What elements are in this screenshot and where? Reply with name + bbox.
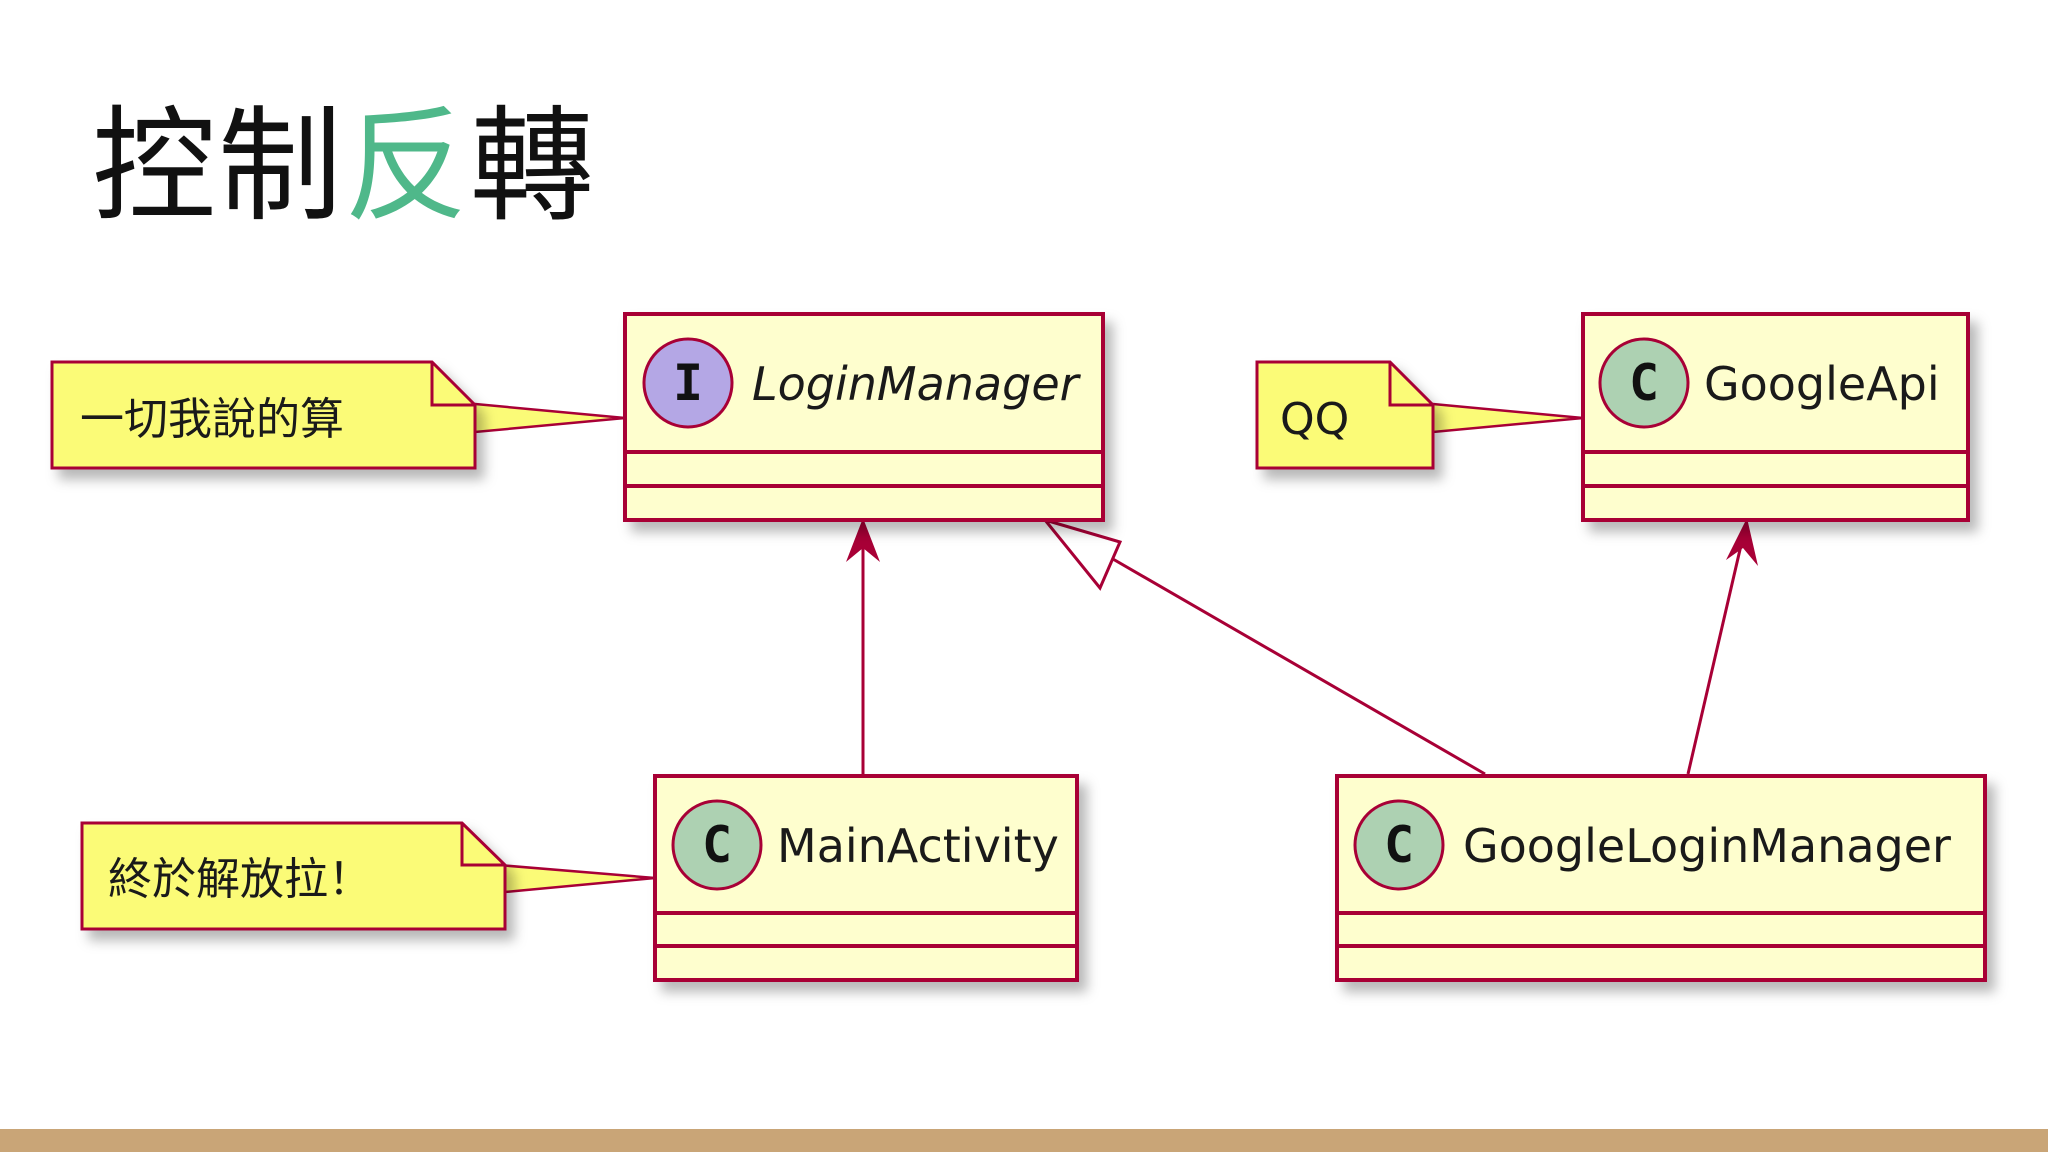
stereotype-letter: C (702, 816, 732, 874)
note-text-loginmanager: 一切我說的算 (80, 394, 344, 445)
relation-googleloginmanager-googleapi (1686, 527, 1747, 775)
stereotype-letter: I (673, 354, 703, 412)
arrowhead-googleapi (1726, 518, 1758, 566)
page-title: 控制反轉 (92, 92, 596, 242)
relations (427, 398, 1758, 894)
class-name: LoginManager (752, 357, 1082, 411)
arrowhead-loginmanager (846, 518, 880, 562)
note-text-googleapi: QQ (1280, 394, 1349, 445)
class-stereotype-icon (671, 799, 763, 891)
interface-stereotype-icon (642, 337, 734, 429)
class-loginmanager: I LoginManager (623, 312, 1105, 522)
note-loginmanager (50, 360, 477, 470)
note-mainactivity (80, 821, 507, 931)
class-googleapi: C GoogleApi (1581, 312, 1970, 522)
stereotype-letter: C (1629, 354, 1659, 412)
note-googleapi (1255, 360, 1435, 470)
footer-bar (0, 1129, 2048, 1152)
title-part2: 轉 (470, 95, 597, 239)
class-stereotype-icon (1353, 799, 1445, 891)
title-part1: 控制 (92, 95, 345, 239)
title-accent: 反 (344, 95, 471, 239)
relation-googleloginmanager-loginmanager (1105, 553, 1486, 776)
class-name: GoogleLoginManager (1463, 819, 1951, 873)
class-name: GoogleApi (1704, 357, 1940, 411)
stereotype-letter: C (1384, 816, 1414, 874)
class-mainactivity: C MainActivity (653, 774, 1079, 982)
class-stereotype-icon (1598, 337, 1690, 429)
note-text-mainactivity: 終於解放拉！ (108, 854, 372, 905)
class-name: MainActivity (777, 819, 1059, 873)
realization-triangle (1040, 517, 1123, 591)
class-googleloginmanager: C GoogleLoginManager (1335, 774, 1987, 982)
